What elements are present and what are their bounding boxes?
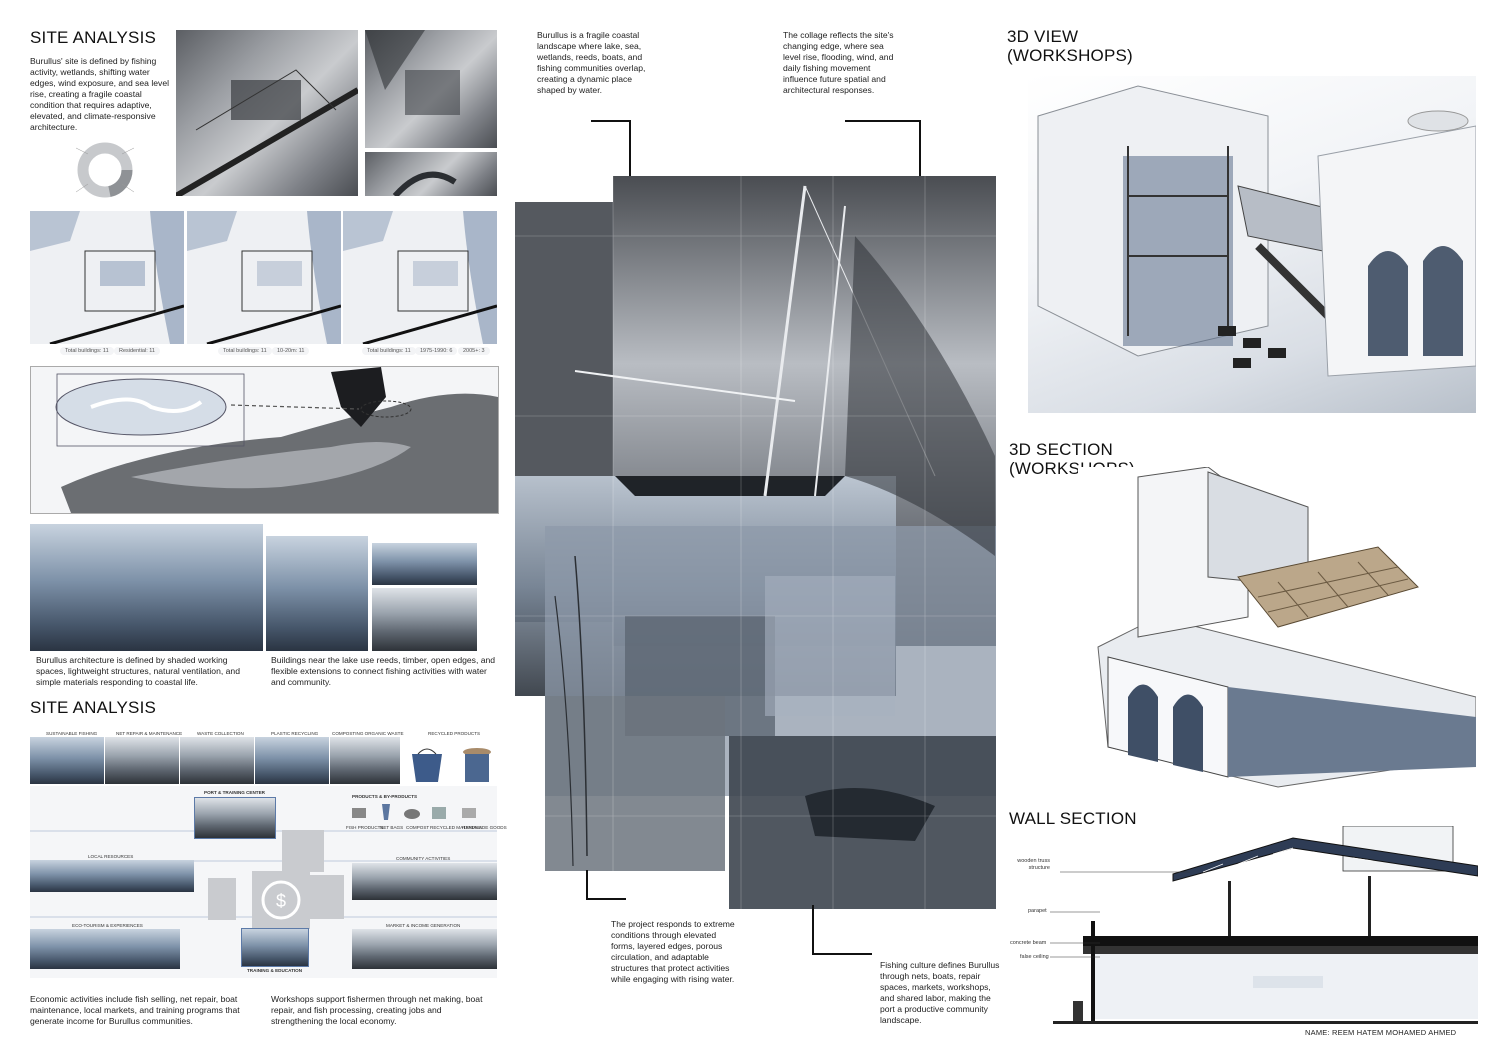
- eco-tourism-label: ECO-TOURISM & EXPERIENCES: [72, 923, 143, 928]
- site-map-3: [343, 211, 497, 344]
- map-1-chip-residential: Residential: 11: [114, 347, 160, 355]
- activity-label-fishing: SUSTAINABLE FISHING: [46, 731, 98, 736]
- activity-photo-waste: [180, 737, 254, 784]
- leader-line: [919, 120, 921, 196]
- map-3-chip-total: Total buildings: 11: [362, 347, 416, 355]
- leader-line: [586, 870, 588, 900]
- leader-line: [586, 898, 626, 900]
- eco-tourism-photos: [30, 929, 180, 969]
- wall-label-beam: concrete beam: [1010, 940, 1047, 946]
- port-training-photo: [194, 797, 276, 839]
- 3d-section-render: [1078, 467, 1476, 792]
- collage-text-bottom-left: The project responds to extreme conditio…: [611, 919, 735, 984]
- activity-photo-compost: [330, 737, 400, 784]
- local-resources-label: LOCAL RESOURCES: [88, 854, 134, 859]
- stool-image: [458, 746, 496, 784]
- community-activities-photos: [352, 863, 497, 900]
- community-activities-label: COMMUNITY ACTIVITIES: [396, 856, 451, 861]
- leader-line: [591, 120, 631, 122]
- activity-label-compost: COMPOSTING ORGANIC WASTE: [332, 731, 404, 736]
- wall-section-drawing: [1053, 826, 1478, 1026]
- local-resources-photos: [30, 860, 194, 892]
- products-label: PRODUCTS & BY-PRODUCTS: [352, 794, 418, 799]
- site-analysis-title-2: SITE ANALYSIS: [30, 698, 157, 717]
- site-condition-donut-diagram: [75, 142, 135, 198]
- activity-photo-nets: [105, 737, 179, 784]
- site-map-1: [30, 211, 184, 344]
- 3d-section-title-line1: 3D SECTION: [1009, 440, 1114, 459]
- basket-image: [404, 744, 450, 784]
- lake-boats-photo: [266, 536, 368, 651]
- training-education-label: TRAINING & EDUCATION: [247, 968, 303, 973]
- activity-label-recycled: RECYCLED PRODUCTS: [428, 731, 481, 736]
- product-compost: COMPOST: [406, 825, 430, 830]
- fisherman-photo: [372, 543, 477, 585]
- site-map-2: [187, 211, 341, 344]
- map-1-chip-total: Total buildings: 11: [60, 347, 114, 355]
- economic-caption: Economic activities include fish selling…: [30, 994, 240, 1026]
- map-2-chip-total: Total buildings: 11: [218, 347, 272, 355]
- product-fish: FISH PRODUCTS: [346, 825, 384, 830]
- workshops-caption: Workshops support fishermen through net …: [271, 994, 483, 1026]
- market-income-photos: [352, 929, 497, 969]
- wall-section-title: WALL SECTION: [1009, 809, 1137, 828]
- photo-caption-architecture: Burullus architecture is defined by shad…: [36, 655, 240, 687]
- leader-line: [845, 120, 921, 122]
- activity-photo-plastic: [255, 737, 329, 784]
- products-icons: [350, 802, 480, 822]
- regional-lake-map: [30, 366, 499, 514]
- training-education-photo: [241, 928, 309, 967]
- map-3-chip-era1: 1975-1990: 6: [415, 347, 458, 355]
- canal-photo: [30, 524, 263, 651]
- satellite-image-bottom-right: [365, 152, 497, 196]
- leader-line: [812, 905, 814, 955]
- wall-label-truss: wooden truss structure: [1017, 858, 1050, 871]
- sailboat-photo: [372, 588, 477, 651]
- site-analysis-title: SITE ANALYSIS: [30, 28, 157, 47]
- satellite-image-top-right: [365, 30, 497, 148]
- collage-main: [515, 176, 996, 909]
- port-training-label: PORT & TRAINING CENTER: [204, 790, 265, 795]
- photo-caption-buildings: Buildings near the lake use reeds, timbe…: [271, 655, 496, 687]
- svg-text:$: $: [276, 891, 286, 911]
- activity-label-waste: WASTE COLLECTION: [197, 731, 244, 736]
- activity-label-plastic: PLASTIC RECYCLING: [271, 731, 319, 736]
- intro-paragraph: Burullus' site is defined by fishing act…: [30, 56, 170, 132]
- author-name: NAME: REEM HATEM MOHAMED AHMED: [1305, 1028, 1457, 1037]
- product-handmade: HANDMADE GOODS: [462, 825, 507, 830]
- collage-text-bottom-right: Fishing culture defines Burullus through…: [880, 960, 1000, 1025]
- product-recycled: RECYCLED MATERIALS: [430, 825, 482, 830]
- 3d-view-title-line2: (WORKSHOPS): [1007, 46, 1133, 65]
- product-net-bags: NET BAGS: [380, 825, 404, 830]
- collage-text-top-left: Burullus is a fragile coastal landscape …: [537, 30, 646, 95]
- wall-label-ceiling: false ceiling: [1020, 954, 1049, 960]
- satellite-image-large: [176, 30, 358, 196]
- 3d-view-render: [1028, 76, 1476, 413]
- wall-label-parapet: parapet: [1028, 908, 1047, 914]
- wall-label-leaders: [1050, 871, 1190, 958]
- map-3-chip-era2: 2005+: 3: [458, 347, 490, 355]
- 3d-view-title-line1: 3D VIEW: [1007, 27, 1079, 46]
- market-income-label: MARKET & INCOME GENERATION: [386, 923, 461, 928]
- map-2-chip-height: 10-20m: 11: [272, 347, 310, 355]
- leader-line: [812, 953, 872, 955]
- activity-label-net-repair: NET REPAIR & MAINTENANCE: [116, 731, 183, 736]
- leader-line: [629, 120, 631, 176]
- activity-photo-fishing: [30, 737, 104, 784]
- collage-text-top-right: The collage reflects the site's changing…: [783, 30, 894, 95]
